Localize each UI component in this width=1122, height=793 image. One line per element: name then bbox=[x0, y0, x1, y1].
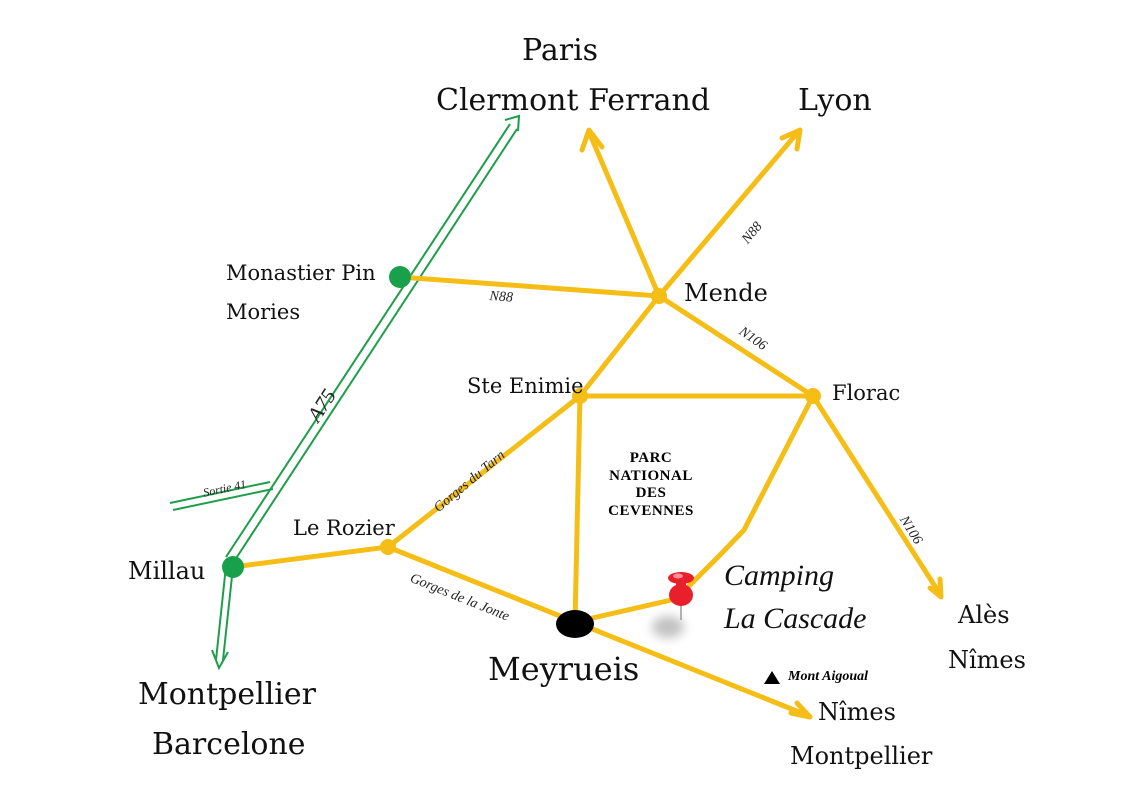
label-mories: Mories bbox=[226, 300, 301, 324]
marker-meyrueis bbox=[556, 610, 594, 638]
road-n88-north bbox=[656, 129, 801, 299]
motorway-a75 bbox=[169, 114, 521, 671]
road-ste-enimie-meyrueis bbox=[572, 393, 583, 625]
label-n88-west: N88 bbox=[489, 289, 514, 306]
departmental-roads bbox=[230, 129, 943, 719]
marker-millau bbox=[222, 556, 244, 578]
label-millau: Millau bbox=[128, 557, 206, 585]
label-barcelone: Barcelone bbox=[152, 727, 306, 762]
marker-monastier bbox=[389, 266, 411, 288]
label-nimes-south: Nîmes bbox=[818, 698, 896, 726]
label-le-rozier: Le Rozier bbox=[293, 516, 395, 540]
road-camping-meyrueis bbox=[572, 595, 683, 625]
road-n106-south bbox=[810, 393, 943, 597]
label-lyon: Lyon bbox=[798, 83, 872, 118]
town-markers bbox=[222, 266, 821, 638]
label-camping-line1: Camping bbox=[724, 559, 835, 592]
mountain-icon bbox=[764, 671, 780, 684]
label-florac: Florac bbox=[832, 381, 901, 405]
park-line-3: DES bbox=[635, 485, 667, 502]
marker-ste-enimie bbox=[572, 388, 588, 404]
label-mende: Mende bbox=[684, 279, 768, 307]
road-meyrueis-nimes bbox=[572, 619, 812, 719]
road-mende-ste-enimie bbox=[577, 293, 662, 399]
road-florac-camping bbox=[677, 393, 816, 598]
label-ales: Alès bbox=[958, 601, 1010, 629]
road-millau-le-rozier bbox=[230, 544, 391, 570]
park-line-2: NATIONAL bbox=[609, 467, 693, 484]
park-line-1: PARC bbox=[629, 450, 673, 466]
label-camping-line2: La Cascade bbox=[724, 602, 867, 635]
marker-le-rozier bbox=[380, 539, 396, 555]
label-parc-national: PARC NATIONAL DES CEVENNES bbox=[596, 450, 706, 521]
marker-mende bbox=[651, 288, 667, 304]
road-arrowheads bbox=[579, 127, 944, 720]
label-mont-aigoual: Mont Aigoual bbox=[788, 669, 869, 684]
label-nimes-east: Nîmes bbox=[948, 646, 1026, 674]
label-meyrueis: Meyrueis bbox=[488, 650, 640, 688]
label-ste-enimie: Ste Enimie bbox=[467, 374, 584, 398]
marker-florac bbox=[805, 388, 821, 404]
park-line-4: CEVENNES bbox=[608, 503, 694, 520]
campsite-pin-icon bbox=[652, 572, 694, 638]
road-n88-west bbox=[397, 274, 662, 299]
label-montpellier-west: Montpellier bbox=[138, 677, 316, 712]
road-to-clermont bbox=[586, 129, 662, 299]
label-monastier: Monastier Pin bbox=[226, 261, 376, 285]
label-clermont-ferrand: Clermont Ferrand bbox=[436, 83, 711, 118]
road-n106-mende-florac bbox=[656, 293, 816, 399]
label-montpellier-south: Montpellier bbox=[790, 742, 933, 770]
road-gorges-du-tarn bbox=[385, 393, 583, 550]
label-paris: Paris bbox=[522, 33, 599, 68]
road-gorges-de-la-jonte bbox=[385, 544, 578, 625]
